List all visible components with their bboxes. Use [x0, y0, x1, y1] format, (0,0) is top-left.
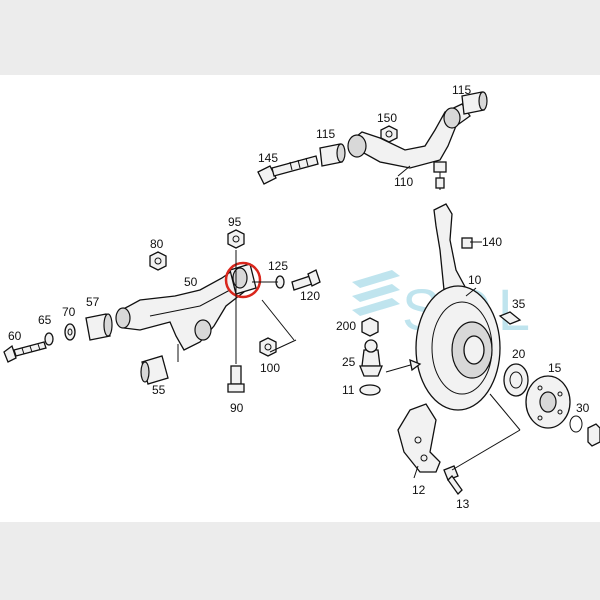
callout-11: 11	[342, 383, 355, 397]
bushing-55	[140, 355, 169, 385]
highlight-circle	[224, 261, 262, 299]
washer-70	[64, 323, 76, 341]
wheel-hub	[451, 321, 493, 379]
bolt-145	[257, 155, 319, 185]
brake-shield-12	[397, 403, 441, 473]
circlip-11	[359, 384, 381, 396]
callout-12: 12	[412, 483, 426, 497]
callout-145: 145	[258, 151, 278, 165]
callout-120: 120	[300, 289, 320, 303]
callout-115-top: 115	[452, 83, 471, 97]
callout-65: 65	[38, 313, 52, 327]
nut-150	[380, 125, 398, 143]
top-band	[0, 0, 600, 75]
nut-80	[149, 251, 167, 271]
callout-95: 95	[228, 215, 242, 229]
bearing-20	[503, 363, 529, 397]
nut-100	[259, 337, 277, 357]
callout-55: 55	[152, 383, 166, 397]
bolt-90	[227, 365, 245, 393]
nut-95	[227, 229, 245, 249]
snap-ring-30	[569, 415, 583, 433]
insertion-arrowhead	[409, 358, 422, 372]
callout-80: 80	[150, 237, 164, 251]
bolt-120	[291, 269, 321, 291]
bushing-57	[85, 313, 113, 341]
insertion-arrow	[385, 363, 415, 373]
washer-65	[44, 332, 54, 346]
callout-150: 150	[377, 111, 397, 125]
hub-flange-15	[525, 375, 571, 429]
bushing-115-right	[461, 91, 488, 115]
bolt-13	[443, 465, 463, 496]
callout-70: 70	[62, 305, 76, 319]
callout-20: 20	[512, 347, 526, 361]
callout-60: 60	[8, 329, 22, 343]
callout-100: 100	[260, 361, 280, 375]
nut-edge	[587, 423, 600, 447]
leader-lines	[177, 165, 521, 479]
ball-joint-25	[359, 339, 383, 377]
nut-200	[361, 317, 379, 337]
bushing-115-left	[319, 143, 346, 167]
callout-25: 25	[342, 355, 356, 369]
callout-13: 13	[456, 497, 470, 511]
callout-10: 10	[468, 273, 482, 287]
callout-115-left: 115	[316, 127, 335, 141]
callout-200: 200	[336, 319, 356, 333]
upper-control-arm	[347, 103, 471, 190]
callout-125: 125	[268, 259, 288, 273]
pin-35	[498, 311, 522, 325]
callout-140: 140	[482, 235, 502, 249]
callout-90: 90	[230, 401, 244, 415]
callout-57: 57	[86, 295, 100, 309]
callout-110: 110	[394, 175, 413, 189]
callout-50: 50	[184, 275, 198, 289]
bottom-band	[0, 522, 600, 600]
bolt-60	[3, 341, 47, 363]
callout-35: 35	[512, 297, 526, 311]
callout-30: 30	[576, 401, 590, 415]
lower-control-arm	[115, 267, 253, 351]
callout-15: 15	[548, 361, 562, 375]
